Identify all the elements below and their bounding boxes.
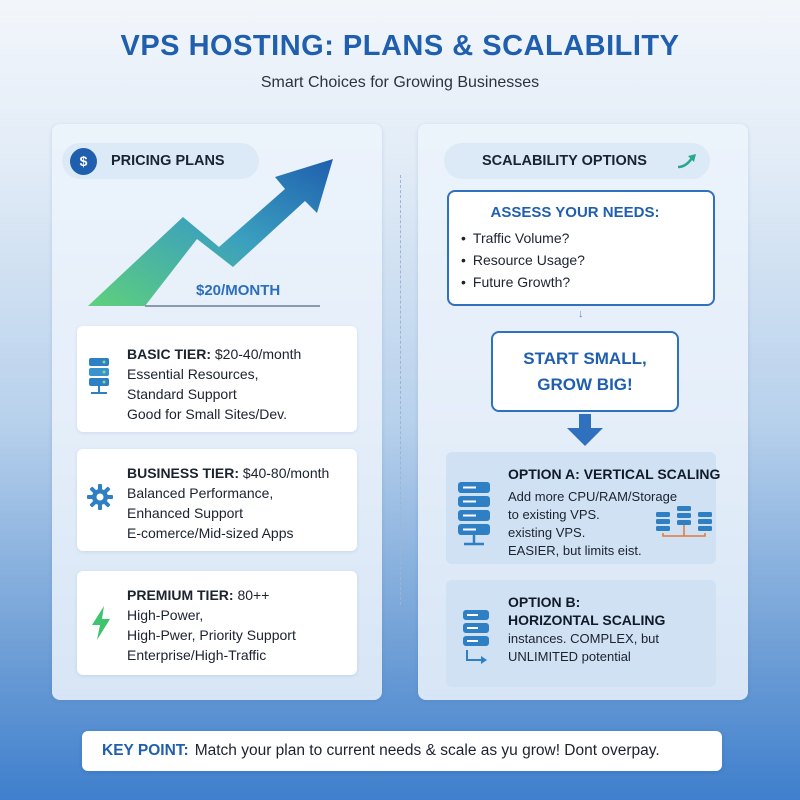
basic-tier-feature: Standard Support (127, 386, 237, 402)
upward-arrow-icon (677, 154, 696, 169)
business-tier-feature: E-comerce/Mid-sized Apps (127, 525, 294, 541)
premium-tier-heading: PREMIUM TIER: 80++ (127, 585, 296, 605)
section-divider (400, 175, 401, 605)
dollar-icon: $ (70, 147, 97, 175)
growth-arrow-graphic (88, 159, 333, 307)
option-a-line: Add more CPU/RAM/Storage (508, 489, 678, 504)
assess-item: Future Growth? (461, 271, 713, 293)
assess-needs-box: ASSESS YOUR NEEDS: Traffic Volume? Resou… (447, 190, 715, 306)
basic-tier-price: $20-40/month (214, 346, 302, 362)
option-b-horizontal-scaling: OPTION B: HORIZONTAL SCALING instances. … (446, 580, 716, 687)
lightning-icon (92, 606, 110, 640)
growth-arrow-icon (88, 159, 333, 306)
server-stack-icon (463, 610, 489, 664)
server-cluster-icon (656, 506, 712, 537)
option-b-title: HORIZONTAL SCALING (508, 612, 666, 628)
option-b-line: UNLIMITED potential (508, 649, 631, 664)
premium-tier-name: PREMIUM TIER: (127, 587, 234, 603)
premium-tier-feature: Enterprise/High-Traffic (127, 647, 267, 663)
option-a-line: existing VPS. (508, 525, 586, 540)
basic-tier-heading: BASIC TIER: $20-40/month (127, 344, 301, 364)
option-a-vertical-scaling: OPTION A: VERTICAL SCALING Add more CPU/… (446, 452, 720, 564)
server-stack-icon (89, 358, 109, 394)
down-arrow-small-icon: ↓ (578, 308, 584, 320)
business-tier-card: BUSINESS TIER: $40-80/month Balanced Per… (77, 449, 357, 551)
assess-needs-title: ASSESS YOUR NEEDS: (490, 204, 660, 221)
option-b-line: instances. COMPLEX, but (508, 631, 660, 646)
premium-tier-feature: High-Power, (127, 607, 204, 623)
business-tier-name: BUSINESS TIER: (127, 465, 240, 481)
premium-tier-price: 80++ (237, 587, 270, 603)
business-tier-heading: BUSINESS TIER: $40-80/month (127, 463, 329, 483)
key-point-label: KEY POINT: (102, 742, 189, 759)
business-tier-feature: Balanced Performance, (127, 485, 274, 501)
business-tier-price: $40-80/month (242, 465, 330, 481)
assess-item: Resource Usage? (461, 249, 713, 271)
scalability-options-label: SCALABILITY OPTIONS (482, 153, 647, 169)
premium-tier-card: PREMIUM TIER: 80++ High-Power, High-Pwer… (77, 571, 357, 675)
chart-price-label: $20/MONTH (196, 282, 281, 299)
assess-item: Traffic Volume? (461, 227, 713, 249)
start-small-box: START SMALL, GROW BIG! (491, 331, 679, 412)
key-point-text: Match your plan to current needs & scale… (194, 742, 660, 759)
option-a-line: EASIER, but limits eist. (508, 543, 642, 558)
business-tier-feature: Enhanced Support (127, 505, 243, 521)
option-b-title: OPTION B: (508, 594, 581, 610)
server-stack-icon (458, 482, 490, 546)
page-subtitle: Smart Choices for Growing Businesses (260, 74, 540, 91)
page-title: VPS HOSTING: PLANS & SCALABILITY (120, 30, 680, 62)
basic-tier-feature: Essential Resources, (127, 366, 259, 382)
scalability-options-header: SCALABILITY OPTIONS (444, 143, 710, 179)
key-point-banner: KEY POINT: Match your plan to current ne… (82, 731, 722, 771)
basic-tier-name: BASIC TIER: (127, 346, 211, 362)
gear-icon (87, 484, 113, 510)
pricing-plans-header: $ PRICING PLANS (62, 143, 259, 179)
basic-tier-feature: Good for Small Sites/Dev. (127, 406, 288, 422)
down-arrow-icon (567, 414, 603, 446)
basic-tier-card: BASIC TIER: $20-40/month Essential Resou… (77, 326, 357, 432)
option-a-title: OPTION A: VERTICAL SCALING (508, 466, 721, 482)
option-a-line: to existing VPS. (508, 507, 600, 522)
premium-tier-feature: High-Pwer, Priority Support (127, 627, 296, 643)
pricing-plans-label: PRICING PLANS (111, 153, 225, 169)
start-small-line: GROW BIG! (537, 374, 633, 394)
start-small-line: START SMALL, (523, 348, 647, 368)
